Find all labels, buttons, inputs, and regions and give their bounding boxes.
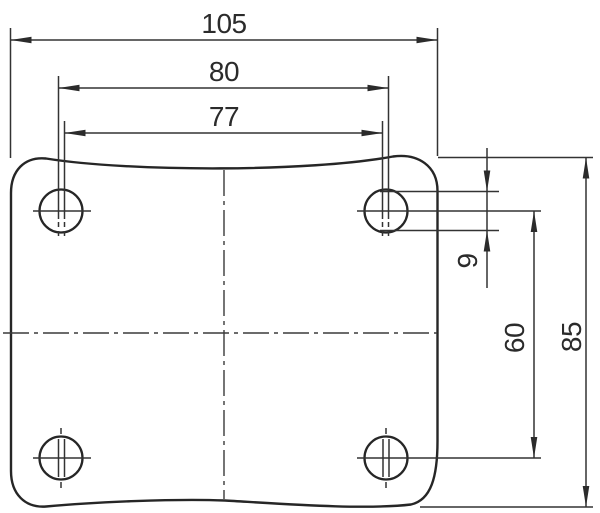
- dimension-overall-width: 105: [9, 8, 439, 158]
- dimension-hole-spacing-wide: 80: [57, 56, 390, 219]
- arrowhead-up: [483, 230, 491, 252]
- arrowhead-down: [483, 170, 491, 192]
- hole-top-right: [357, 188, 541, 236]
- arrowhead-right: [367, 84, 389, 92]
- dim-overall-height-label: 85: [556, 322, 587, 352]
- dim-hole-spacing-wide-label: 80: [209, 56, 239, 87]
- dimension-hole-spacing-narrow: 77: [63, 101, 384, 219]
- plate-outline: [9, 154, 439, 508]
- arrowhead-right: [361, 129, 383, 137]
- dim-hole-spacing-narrow-label: 77: [209, 101, 239, 132]
- dim-hole-spacing-vertical-label: 60: [499, 323, 530, 353]
- dimension-hole-spacing-vertical: 60: [499, 211, 538, 458]
- arrowhead-left: [58, 84, 80, 92]
- dimension-overall-height: 85: [420, 156, 593, 508]
- dim-overall-width-label: 105: [201, 8, 246, 39]
- dim-hole-diameter-label: 9: [452, 253, 483, 268]
- hole-bottom-right: [357, 428, 541, 488]
- arrowhead-left: [10, 36, 32, 44]
- arrowhead-up: [530, 211, 538, 232]
- arrowhead-left: [64, 129, 86, 137]
- arrowhead-down: [582, 486, 590, 507]
- arrowhead-right: [416, 36, 438, 44]
- hole-bottom-left: [33, 428, 91, 488]
- dimension-hole-diameter: 9: [380, 148, 499, 288]
- arrowhead-down: [530, 437, 538, 458]
- hole-top-left: [33, 188, 91, 236]
- arrowhead-up: [582, 157, 590, 179]
